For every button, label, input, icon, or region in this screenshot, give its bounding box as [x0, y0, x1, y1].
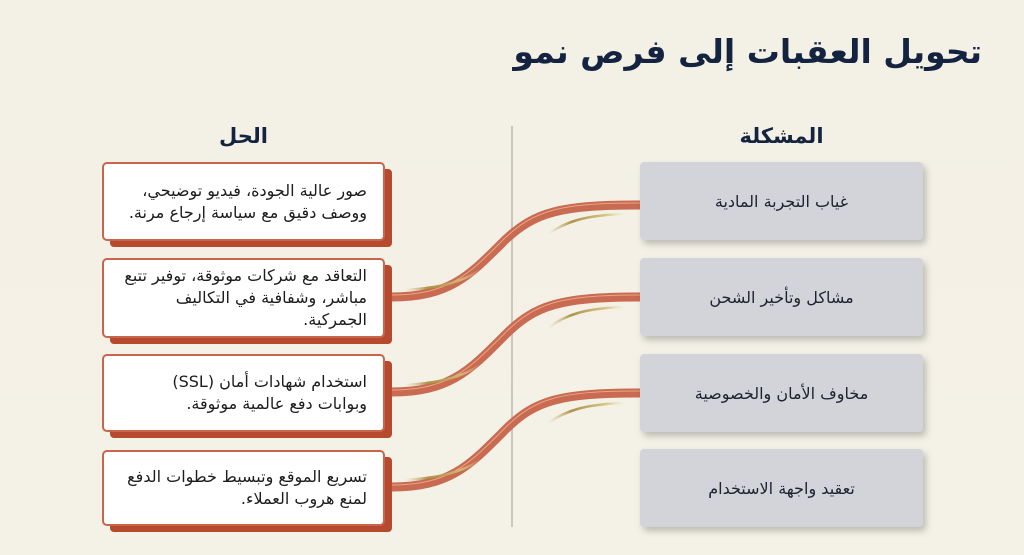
solution-column-header: الحل: [219, 124, 268, 148]
column-divider: [511, 126, 513, 527]
problem-card-2: مشاكل وتأخير الشحن: [640, 258, 923, 336]
solution-card-body: التعاقد مع شركات موثوقة، توفير تتبع مباش…: [102, 258, 385, 338]
solution-card-2: التعاقد مع شركات موثوقة، توفير تتبع مباش…: [102, 258, 392, 344]
problem-card-1: غياب التجربة المادية: [640, 162, 923, 240]
solution-card-body: استخدام شهادات أمان (SSL) وبوابات دفع عا…: [102, 354, 385, 432]
problem-column-header: المشكلة: [739, 124, 824, 148]
solution-card-body: تسريع الموقع وتبسيط خطوات الدفع لمنع هرو…: [102, 450, 385, 526]
solution-card-3: استخدام شهادات أمان (SSL) وبوابات دفع عا…: [102, 354, 392, 438]
solution-label: استخدام شهادات أمان (SSL) وبوابات دفع عا…: [172, 372, 367, 413]
solution-label: تسريع الموقع وتبسيط خطوات الدفع لمنع هرو…: [127, 467, 367, 508]
connector-problem3-solution4: [391, 388, 641, 492]
connector-problem1-solution2: [391, 200, 641, 302]
problem-card-3: مخاوف الأمان والخصوصية: [640, 354, 923, 432]
solution-label: التعاقد مع شركات موثوقة، توفير تتبع مباش…: [124, 266, 367, 329]
problem-label: تعقيد واجهة الاستخدام: [708, 478, 855, 498]
connector-problem2-solution3: [391, 292, 641, 397]
problem-card-4: تعقيد واجهة الاستخدام: [640, 449, 923, 527]
problem-label: غياب التجربة المادية: [714, 191, 849, 211]
page-title: تحويل العقبات إلى فرص نمو: [513, 32, 982, 71]
solution-label: صور عالية الجودة، فيديو توضيحي، ووصف دقي…: [128, 180, 367, 222]
solution-card-4: تسريع الموقع وتبسيط خطوات الدفع لمنع هرو…: [102, 450, 392, 532]
solution-card-body: صور عالية الجودة، فيديو توضيحي، ووصف دقي…: [102, 162, 385, 241]
problem-label: مشاكل وتأخير الشحن: [709, 287, 854, 307]
solution-card-1: صور عالية الجودة، فيديو توضيحي، ووصف دقي…: [102, 162, 392, 247]
problem-label: مخاوف الأمان والخصوصية: [694, 383, 869, 403]
